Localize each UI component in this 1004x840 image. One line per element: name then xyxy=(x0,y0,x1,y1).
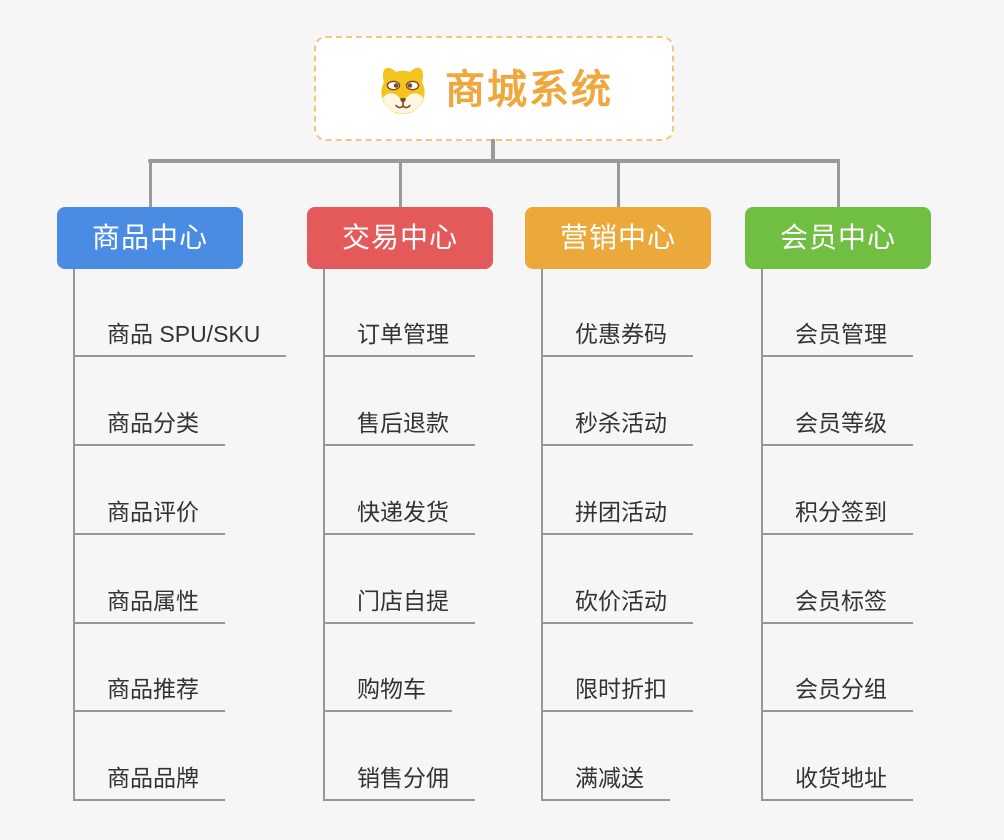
sub-item-3-4[interactable]: 会员分组 xyxy=(761,676,913,712)
sub-item-2-5[interactable]: 满减送 xyxy=(541,765,670,801)
sub-item-3-5[interactable]: 收货地址 xyxy=(761,765,913,801)
sub-item-0-5[interactable]: 商品品牌 xyxy=(73,765,225,801)
branch-drop-connector-0 xyxy=(148,159,152,207)
sub-item-0-2[interactable]: 商品评价 xyxy=(73,499,225,535)
sub-item-3-3[interactable]: 会员标签 xyxy=(761,588,913,624)
sub-item-3-2[interactable]: 积分签到 xyxy=(761,499,913,535)
sub-item-1-4[interactable]: 购物车 xyxy=(323,676,452,712)
sub-item-1-5[interactable]: 销售分佣 xyxy=(323,765,475,801)
sub-item-0-0[interactable]: 商品 SPU/SKU xyxy=(73,321,287,357)
sub-item-3-1[interactable]: 会员等级 xyxy=(761,410,913,446)
sub-item-2-4[interactable]: 限时折扣 xyxy=(541,676,693,712)
root-title: 商城系统 xyxy=(445,67,613,112)
sub-item-2-0[interactable]: 优惠券码 xyxy=(541,321,693,357)
root-node[interactable]: 商城系统 xyxy=(314,36,674,141)
branch-node-2[interactable]: 营销中心 xyxy=(525,207,711,269)
sub-item-1-3[interactable]: 门店自提 xyxy=(323,588,475,624)
branch-spine-1 xyxy=(323,269,325,801)
branch-spine-2 xyxy=(541,269,543,801)
branch-node-1[interactable]: 交易中心 xyxy=(307,207,493,269)
sub-item-0-1[interactable]: 商品分类 xyxy=(73,410,225,446)
branch-drop-connector-1 xyxy=(398,159,402,207)
branch-spine-3 xyxy=(761,269,763,801)
branch-node-3[interactable]: 会员中心 xyxy=(745,207,931,269)
sub-item-1-2[interactable]: 快递发货 xyxy=(323,499,475,535)
root-drop-connector xyxy=(491,139,495,163)
dog-face-icon xyxy=(375,63,431,115)
sub-item-0-4[interactable]: 商品推荐 xyxy=(73,676,225,712)
branches-horizontal-connector xyxy=(148,159,840,163)
sub-item-1-0[interactable]: 订单管理 xyxy=(323,321,475,357)
sub-item-0-3[interactable]: 商品属性 xyxy=(73,588,225,624)
sub-item-1-1[interactable]: 售后退款 xyxy=(323,410,475,446)
branch-drop-connector-2 xyxy=(616,159,620,207)
branch-node-0[interactable]: 商品中心 xyxy=(57,207,243,269)
branch-spine-0 xyxy=(73,269,75,801)
sub-item-2-1[interactable]: 秒杀活动 xyxy=(541,410,693,446)
sub-item-2-2[interactable]: 拼团活动 xyxy=(541,499,693,535)
sub-item-2-3[interactable]: 砍价活动 xyxy=(541,588,693,624)
branch-drop-connector-3 xyxy=(836,159,840,207)
sub-item-3-0[interactable]: 会员管理 xyxy=(761,321,913,357)
